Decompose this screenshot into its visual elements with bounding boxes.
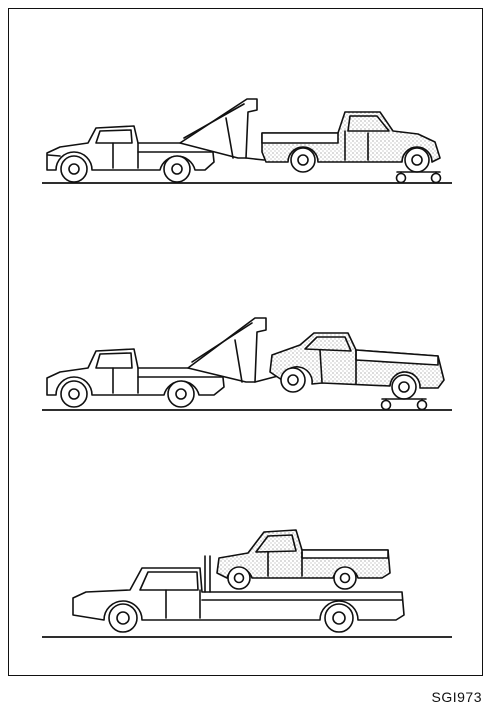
towed-pickup — [262, 112, 440, 172]
towed-pickup — [270, 333, 444, 399]
carried-pickup — [217, 530, 390, 589]
scene-1-wheel-lift-tow — [42, 99, 452, 183]
scene-3-flatbed-carrier — [42, 530, 452, 637]
tow-dolly — [382, 399, 427, 410]
scene-2-wheel-lift-tow — [42, 318, 452, 410]
tow-dolly — [397, 172, 441, 183]
figure-code: SGI973 — [432, 689, 482, 705]
